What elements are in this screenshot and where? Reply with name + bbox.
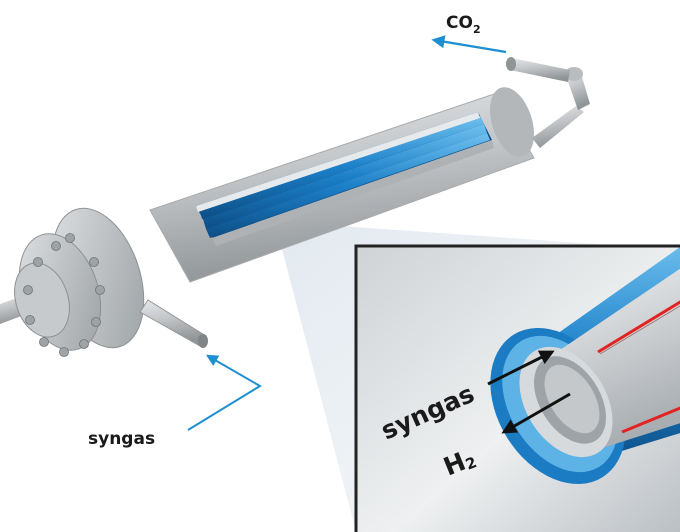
membrane-tube (490, 247, 680, 485)
h2-inset-arrow (501, 392, 571, 434)
syngas-outer-label: syngas (88, 429, 155, 449)
co2-flow-arrow (431, 35, 507, 54)
membrane-layer-bottom (621, 406, 680, 434)
inset-magnified-view: syngas H2 (356, 246, 680, 532)
syngas-inlet-pipe (139, 299, 208, 348)
co2-label: CO2 (446, 13, 481, 36)
tube-bundle-cutaway (196, 112, 494, 246)
syngas-inset-arrow (487, 350, 555, 386)
co2-outlet-pipe (506, 57, 590, 148)
syngas-flow-arrow (187, 354, 262, 431)
inset-frame (354, 244, 680, 532)
left-flange (14, 207, 145, 357)
membrane-layer-top (597, 300, 680, 354)
